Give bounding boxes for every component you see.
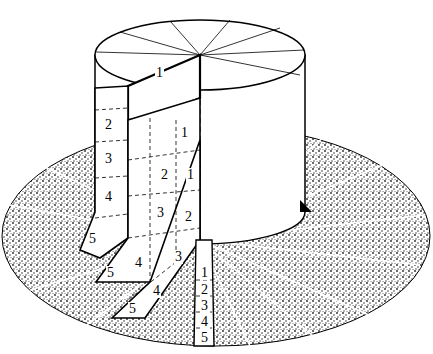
strip-number: 4	[152, 284, 161, 298]
strip-number: 4	[200, 315, 209, 329]
strip-number: 1	[186, 168, 195, 182]
strip-number: 3	[104, 152, 113, 166]
strip-number: 4	[134, 256, 143, 270]
strip-number: 2	[200, 283, 209, 297]
strip-number: 3	[200, 299, 209, 313]
strip-number: 5	[106, 266, 115, 280]
strip-number: 2	[184, 210, 193, 224]
strip-number: 1	[180, 126, 189, 140]
strip-number: 5	[128, 302, 137, 316]
strip-number: 2	[104, 118, 113, 132]
strip-number: 1	[155, 66, 164, 80]
strip-number: 1	[200, 266, 209, 280]
strip-number: 4	[104, 190, 113, 204]
strip-number: 3	[174, 250, 183, 264]
strip-number: 3	[156, 206, 165, 220]
strip-number: 5	[88, 232, 97, 246]
strip-number: 5	[200, 331, 209, 345]
strip-number: 2	[160, 168, 169, 182]
